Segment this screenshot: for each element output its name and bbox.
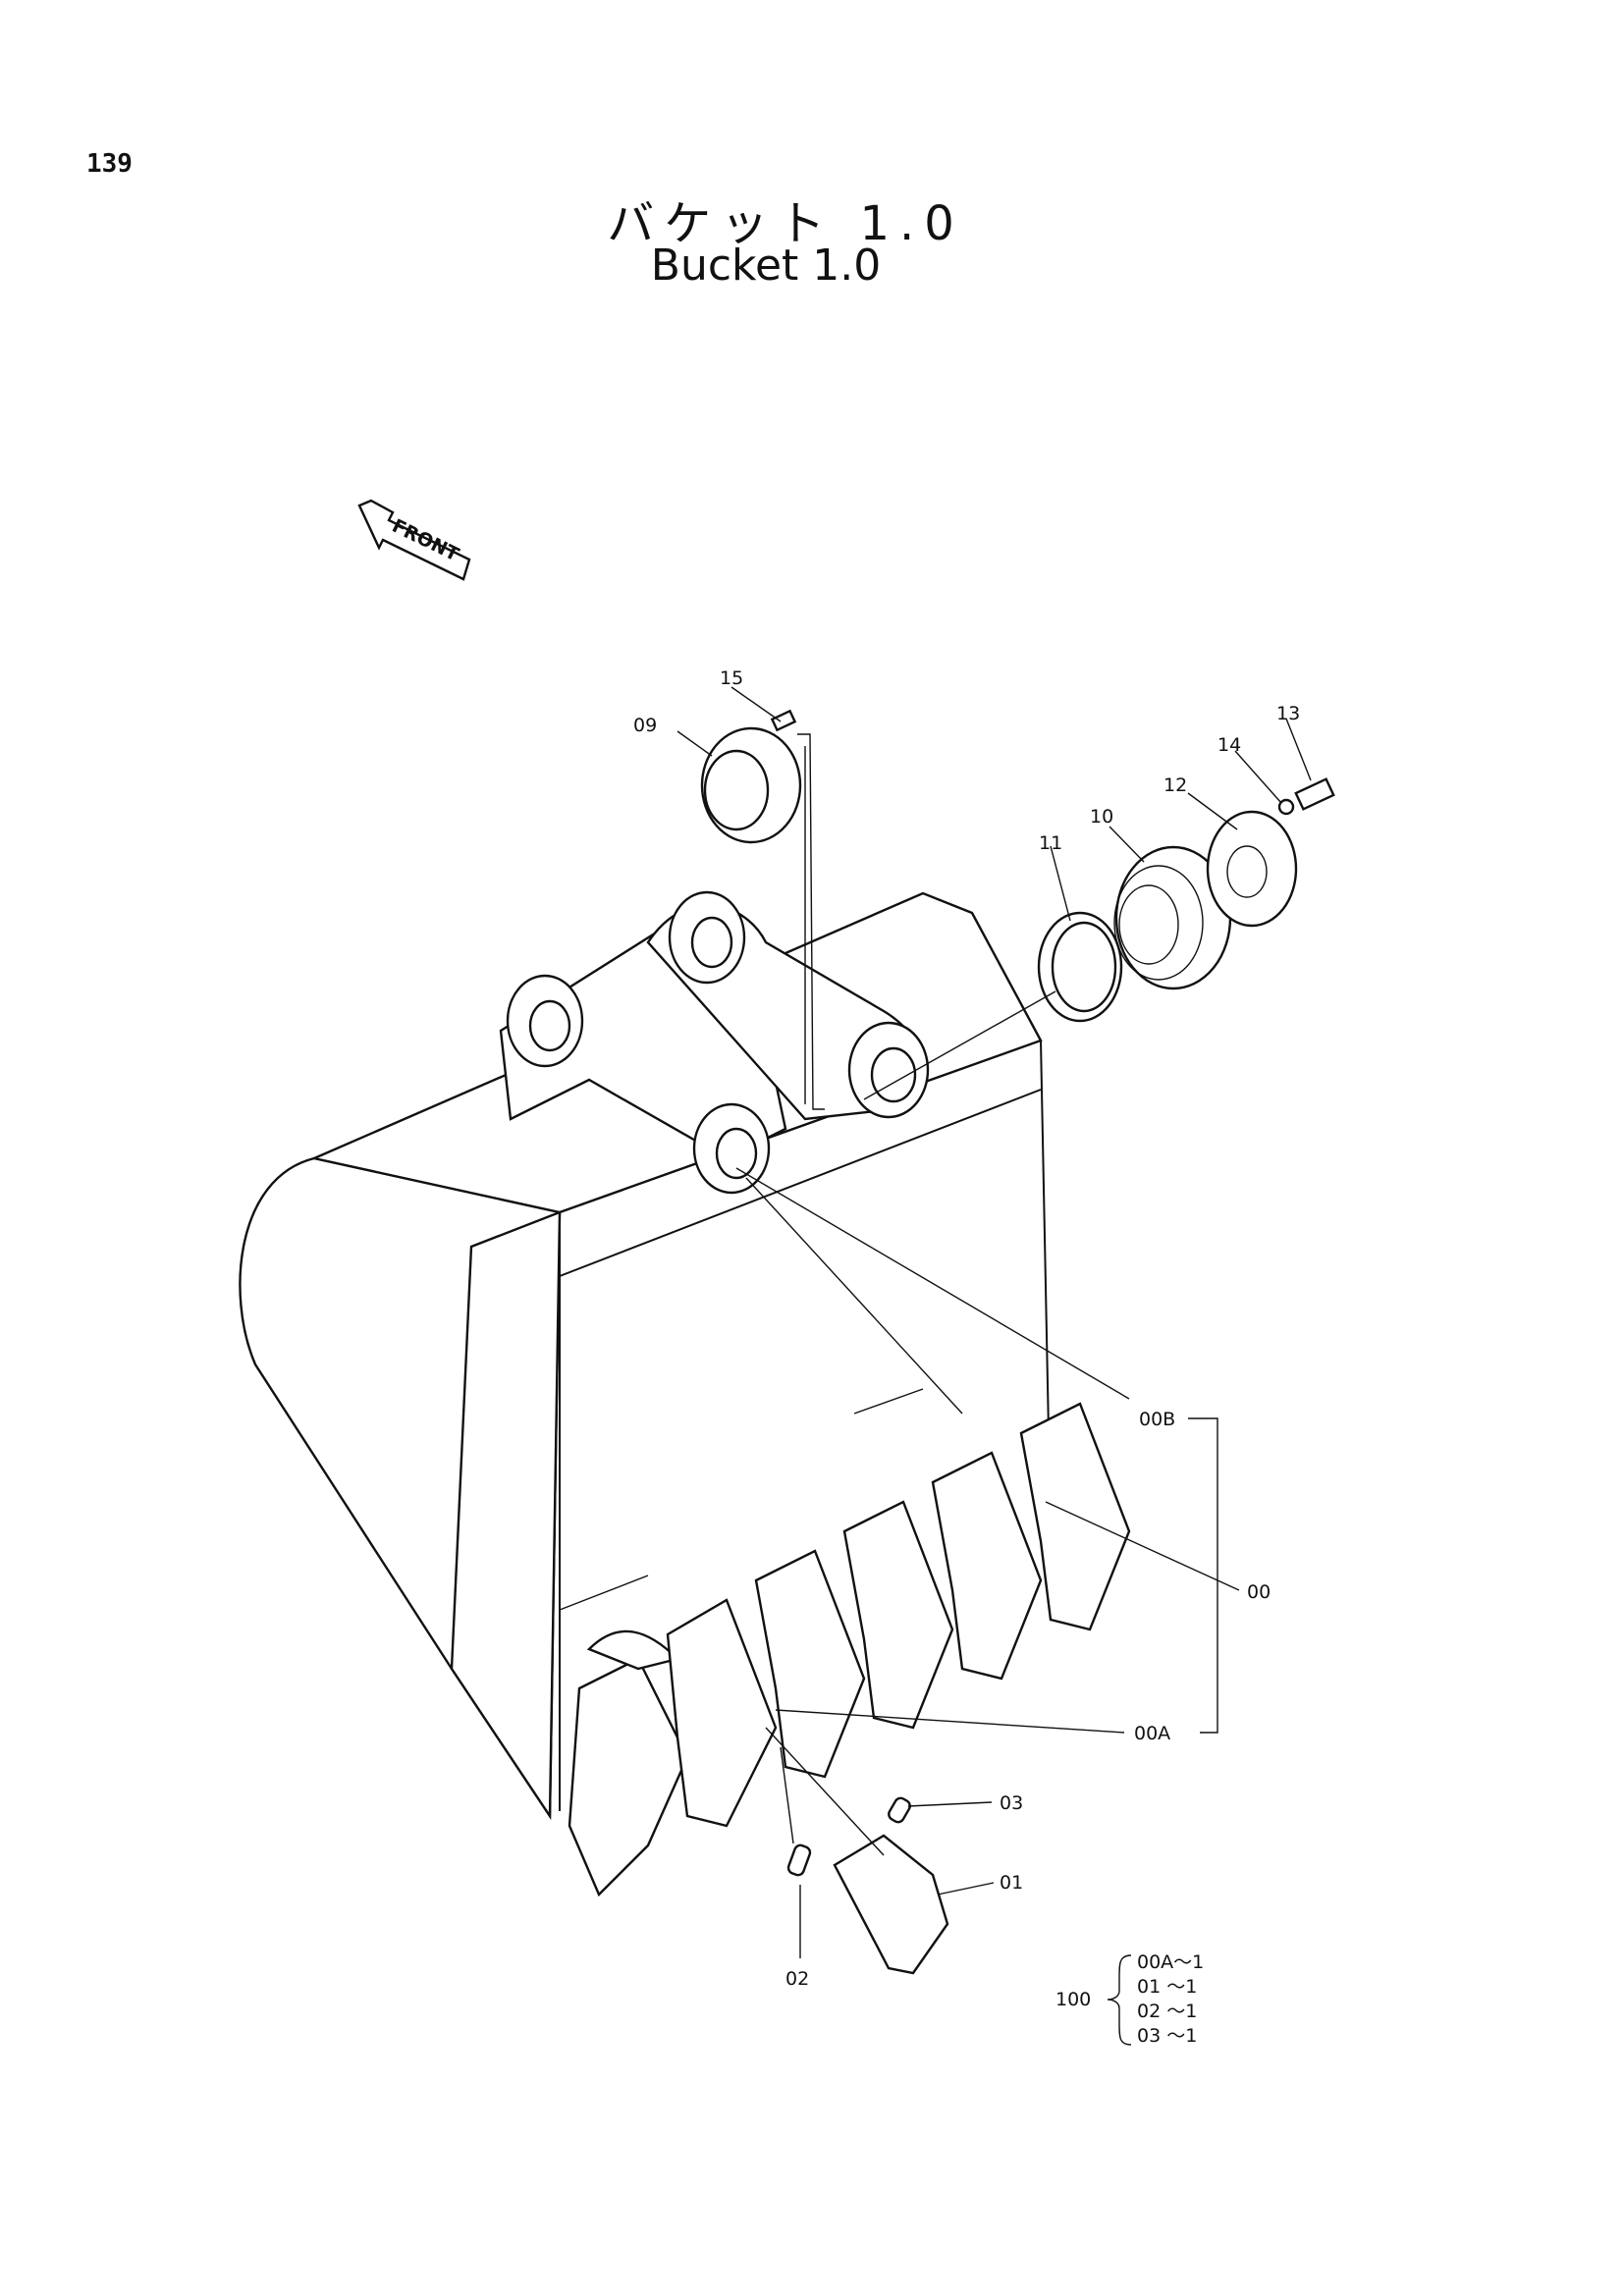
assembly-item-1: 00A〜1 bbox=[1137, 1951, 1204, 1973]
part-09-cap bbox=[700, 726, 802, 844]
callout-15: 15 bbox=[720, 667, 743, 689]
part-03-small-pin bbox=[888, 1796, 911, 1824]
callout-01: 01 bbox=[1000, 1872, 1023, 1894]
part-13-bolt bbox=[1294, 777, 1335, 811]
assembly-item-2: 01 〜1 bbox=[1137, 1976, 1197, 1998]
leader-lines bbox=[676, 686, 1312, 1958]
assembly-note: 100 00A〜1 01 〜1 02 〜1 03 〜1 bbox=[1055, 1951, 1204, 2047]
part-01-tooth bbox=[833, 1834, 949, 1975]
assembly-item-4: 03 〜1 bbox=[1137, 2025, 1197, 2047]
callout-10: 10 bbox=[1090, 806, 1113, 828]
part-15-pin bbox=[770, 709, 797, 732]
callout-02: 02 bbox=[785, 1968, 809, 1990]
callout-labels: 15 09 13 14 12 10 11 00B 00 00A 03 01 02 bbox=[633, 667, 1300, 1990]
callout-09: 09 bbox=[633, 715, 657, 736]
front-arrow-icon: FRONT bbox=[357, 499, 471, 581]
title-japanese: バケット 1.0 bbox=[607, 196, 964, 251]
callout-00A: 00A bbox=[1134, 1723, 1170, 1744]
callout-11: 11 bbox=[1039, 832, 1062, 854]
callout-00B: 00B bbox=[1139, 1409, 1175, 1430]
title-english: Bucket 1.0 bbox=[650, 240, 882, 291]
part-12-plate bbox=[1206, 810, 1298, 928]
callout-00: 00 bbox=[1247, 1581, 1271, 1603]
callout-13: 13 bbox=[1276, 703, 1300, 724]
bucket-teeth bbox=[568, 1402, 1131, 1897]
callout-03: 03 bbox=[1000, 1792, 1023, 1814]
callout-14: 14 bbox=[1217, 734, 1241, 756]
part-10-shim-pack bbox=[1113, 845, 1232, 990]
callout-12: 12 bbox=[1163, 774, 1187, 796]
assembly-item-3: 02 〜1 bbox=[1137, 2001, 1197, 2022]
assembly-number: 100 bbox=[1055, 1989, 1091, 2010]
part-14-washer bbox=[1277, 798, 1295, 816]
part-11-ring bbox=[1037, 911, 1123, 1023]
page-number: 139 bbox=[86, 149, 133, 179]
part-02-pin bbox=[786, 1843, 812, 1877]
